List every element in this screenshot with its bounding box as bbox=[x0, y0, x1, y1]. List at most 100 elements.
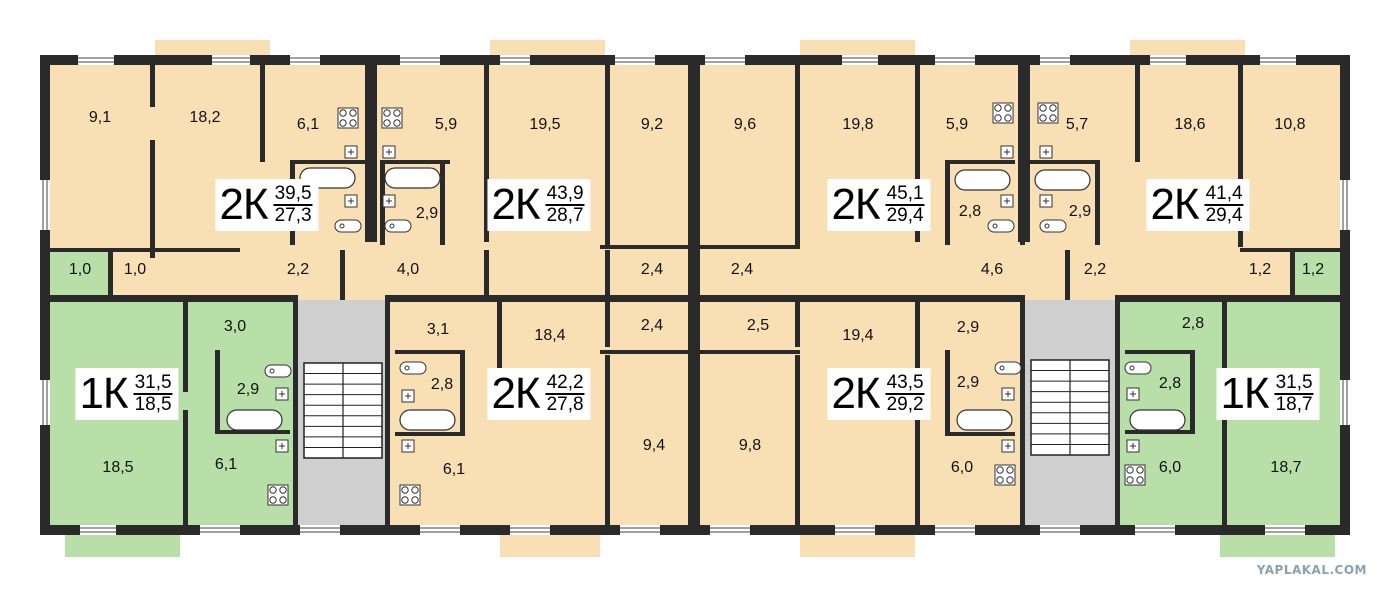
stove-icon bbox=[337, 107, 359, 129]
fixtures bbox=[226, 102, 1186, 506]
window bbox=[80, 525, 116, 535]
total-area: 45,1 bbox=[885, 183, 925, 206]
total-area: 43,5 bbox=[885, 372, 925, 395]
room-area-label: 6,0 bbox=[1158, 459, 1182, 476]
wall bbox=[395, 350, 465, 354]
wall bbox=[600, 350, 700, 354]
sink-icon bbox=[1039, 194, 1053, 208]
wall bbox=[260, 62, 265, 162]
wall bbox=[600, 245, 700, 249]
stairs bbox=[303, 359, 1110, 459]
wall bbox=[945, 432, 1015, 436]
wall bbox=[290, 160, 370, 164]
room-area-label: 5,7 bbox=[1065, 116, 1089, 133]
apartment-type: 2К bbox=[491, 180, 540, 229]
sink-icon bbox=[401, 439, 415, 453]
wall bbox=[605, 302, 610, 347]
window bbox=[212, 55, 250, 65]
toilet-icon bbox=[269, 368, 275, 374]
living-area: 27,3 bbox=[274, 205, 312, 226]
room-area-label: 2,4 bbox=[730, 261, 754, 278]
toilet-icon bbox=[992, 223, 998, 229]
wall bbox=[1240, 248, 1340, 252]
window bbox=[40, 380, 50, 425]
room-area-label: 6,1 bbox=[442, 461, 466, 478]
wall bbox=[1290, 250, 1295, 300]
window bbox=[620, 525, 660, 535]
wall bbox=[365, 62, 377, 242]
wall bbox=[605, 250, 610, 300]
wall bbox=[605, 355, 610, 525]
wall bbox=[795, 62, 800, 247]
total-area: 42,2 bbox=[545, 372, 585, 395]
room-area-label: 19,5 bbox=[529, 116, 561, 133]
window bbox=[420, 525, 460, 535]
balcony bbox=[800, 40, 915, 58]
wall bbox=[440, 160, 445, 245]
apartment-type: 2К bbox=[831, 180, 880, 229]
apartment-type: 1К bbox=[1220, 369, 1269, 418]
window bbox=[835, 525, 875, 535]
sink-icon bbox=[1001, 387, 1015, 401]
wall bbox=[484, 62, 489, 242]
living-area: 18,5 bbox=[134, 394, 172, 415]
balcony bbox=[1220, 535, 1335, 557]
windows bbox=[40, 55, 1350, 535]
stove-icon bbox=[267, 484, 289, 506]
sink-icon bbox=[275, 439, 289, 453]
bathtub-icon bbox=[1034, 169, 1091, 191]
stove-icon bbox=[994, 464, 1016, 486]
wall bbox=[460, 350, 465, 435]
balcony bbox=[500, 535, 600, 557]
room-area-label: 2,4 bbox=[640, 261, 664, 278]
sink-icon bbox=[1039, 145, 1053, 159]
wall bbox=[915, 302, 920, 377]
room-area-label: 5,9 bbox=[434, 116, 458, 133]
toilet-icon bbox=[999, 365, 1005, 371]
wall bbox=[915, 62, 920, 242]
window bbox=[615, 55, 655, 65]
room-area-label: 18,7 bbox=[1270, 459, 1302, 476]
room-area-label: 9,2 bbox=[640, 116, 664, 133]
wall bbox=[795, 302, 800, 347]
room-area-label: 2,8 bbox=[958, 203, 982, 220]
wall bbox=[385, 295, 1025, 302]
toilet-icon bbox=[994, 361, 1022, 375]
toilet-icon bbox=[399, 361, 427, 375]
wall bbox=[915, 400, 920, 525]
wall bbox=[1065, 250, 1070, 300]
wall bbox=[795, 355, 800, 525]
window bbox=[290, 55, 320, 65]
window bbox=[400, 55, 440, 65]
wall bbox=[380, 160, 450, 164]
room-area-label: 9,1 bbox=[88, 109, 112, 126]
living-area: 29,4 bbox=[886, 205, 924, 226]
wall bbox=[1125, 430, 1195, 434]
wall bbox=[395, 432, 465, 436]
room-area-label: 2,2 bbox=[286, 261, 310, 278]
room-area-label: 18,5 bbox=[102, 459, 134, 476]
living-area: 29,4 bbox=[1205, 205, 1243, 226]
room-area-label: 18,4 bbox=[534, 327, 566, 344]
window bbox=[935, 55, 975, 65]
living-area: 29,2 bbox=[886, 394, 924, 415]
total-area: 43,9 bbox=[545, 183, 585, 206]
wall bbox=[50, 248, 240, 252]
wall bbox=[385, 302, 390, 525]
room-area-label: 5,9 bbox=[945, 116, 969, 133]
apartment-type: 1К bbox=[79, 369, 128, 418]
room-area-label: 1,0 bbox=[68, 261, 92, 278]
room-area-label: 6,0 bbox=[950, 459, 974, 476]
window bbox=[1135, 525, 1175, 535]
window bbox=[710, 525, 750, 535]
wall bbox=[1025, 160, 1100, 164]
room-area-label: 4,0 bbox=[396, 261, 420, 278]
